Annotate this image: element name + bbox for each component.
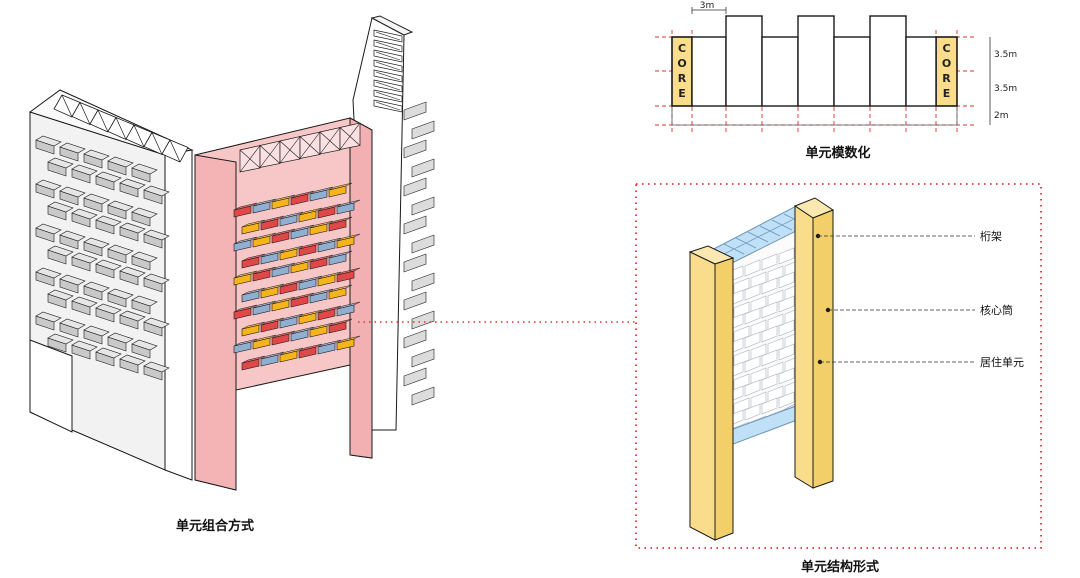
svg-text:O: O — [942, 57, 951, 70]
dim-width: 3m — [700, 1, 715, 11]
unit-module-low — [761, 36, 799, 107]
right-units — [403, 101, 435, 406]
core-left-label: C O R E — [677, 42, 686, 100]
core-tube-left — [688, 245, 735, 541]
svg-text:O: O — [677, 57, 686, 70]
structure-frame — [635, 183, 1042, 549]
callout-core-tube: 核心筒 — [825, 303, 1013, 317]
svg-text:桁架: 桁架 — [980, 229, 1002, 243]
left-truss — [53, 94, 189, 163]
combination-caption: 单元组合方式 — [176, 518, 254, 534]
dim-height-b: 3.5m — [994, 84, 1017, 94]
unit-module-low — [905, 36, 937, 107]
dim-height-a: 3.5m — [994, 50, 1017, 60]
svg-text:核心筒: 核心筒 — [980, 303, 1013, 317]
svg-text:E: E — [678, 87, 686, 100]
dim-height-c: 2m — [994, 111, 1009, 121]
core-tube-right — [793, 197, 835, 489]
svg-text:E: E — [943, 87, 951, 100]
unit-modules — [691, 15, 937, 107]
structure-diagram: 桁架 核心筒 居住单元 单元结构形式 — [635, 183, 1042, 575]
unit-module-low — [691, 36, 727, 107]
modular-diagram: C O R E C O R E 3m 3.5m 3.5m 2 — [655, 1, 1017, 161]
svg-text:居住单元: 居住单元 — [980, 355, 1024, 369]
right-truss — [373, 29, 403, 113]
structure-caption: 单元结构形式 — [801, 559, 879, 575]
svg-text:R: R — [942, 72, 951, 85]
left-units — [35, 135, 170, 381]
svg-text:C: C — [678, 42, 686, 55]
modular-caption: 单元模数化 — [805, 145, 870, 161]
svg-text:C: C — [942, 42, 950, 55]
mid-truss — [239, 122, 361, 173]
callout-residential-unit: 居住单元 — [817, 355, 1024, 369]
combination-diagram: 单元组合方式 — [28, 15, 435, 534]
unit-module-high — [869, 15, 907, 107]
unit-module-high — [797, 15, 835, 107]
svg-text:R: R — [678, 72, 687, 85]
unit-module-low — [833, 36, 871, 107]
colored-units — [233, 182, 361, 371]
highlighted-wing — [194, 117, 373, 491]
core-right-label: C O R E — [942, 42, 951, 100]
callout-truss: 桁架 — [815, 229, 1002, 243]
unit-module-high — [725, 15, 763, 107]
left-wing — [28, 89, 194, 481]
